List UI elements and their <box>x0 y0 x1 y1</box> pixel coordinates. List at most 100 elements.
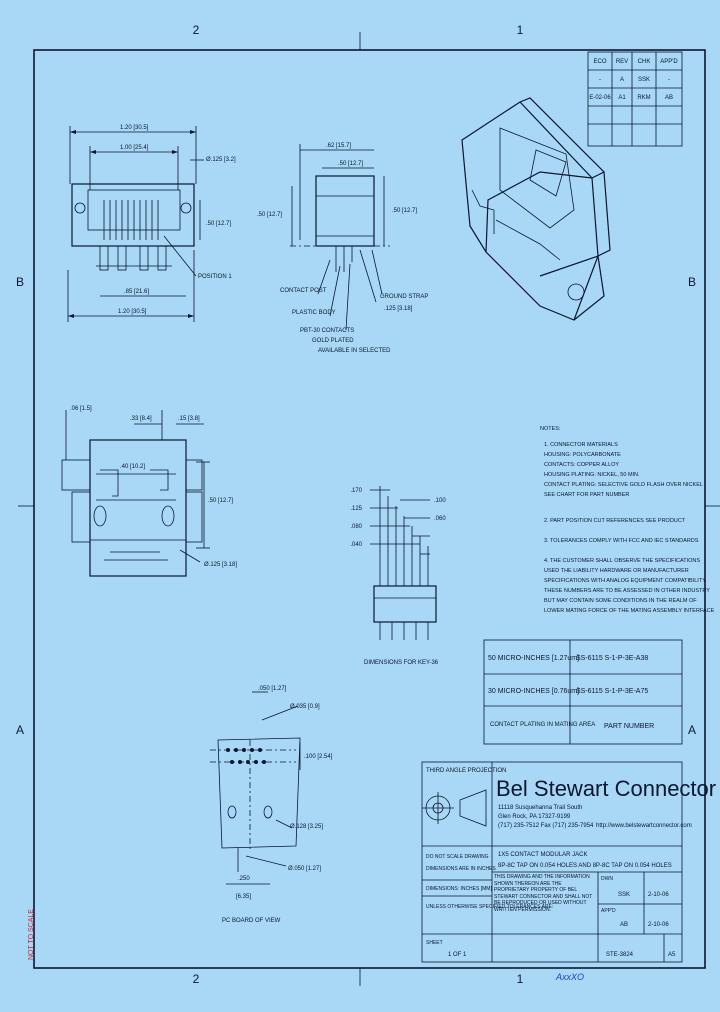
dim-front-height: .50 [12.7] <box>206 221 231 227</box>
dim-front-bottom-overall: 1.20 [30.5] <box>118 309 147 315</box>
note-line: 4. THE CUSTOMER SHALL OBSERVE THE SPECIF… <box>544 558 700 564</box>
part-number-2: SS-6115 S-1-P-3E-A75 <box>576 688 648 695</box>
dim-pin-a: .170 <box>350 488 362 494</box>
zone-label-right-b: B <box>688 275 696 289</box>
pin-dimension-view <box>370 486 437 640</box>
rev-header-rev: REV <box>616 59 628 65</box>
label-contacts: PBT-30 CONTACTS <box>300 328 354 334</box>
dim-pcb-side: .100 [2.54] <box>304 754 333 760</box>
label-do-not-scale: DO NOT SCALE DRAWING <box>426 854 489 860</box>
rev-cell: AB <box>665 95 673 101</box>
value-dwn: SSK <box>618 892 630 898</box>
drawing-desc-1: 1X5 CONTACT MODULAR JACK <box>498 852 587 858</box>
dim-pcb-top: .050 [1.27] <box>258 686 287 692</box>
note-line: 1. CONNECTOR MATERIALS <box>544 442 618 448</box>
margin-stamp: NOT TO SCALE <box>28 909 35 960</box>
zone-label-bottom-2: 2 <box>193 972 200 986</box>
dim-pcb-hole2: Ø.128 [3.25] <box>290 824 323 830</box>
label-available: AVAILABLE IN SELECTED <box>318 348 391 354</box>
rev-cell: A1 <box>618 95 626 101</box>
approval-stamp: AxxXO <box>555 972 584 982</box>
company-phone: (717) 235-7512 Fax (717) 235-7954 <box>498 823 594 829</box>
dim-front-hole: Ø.125 [3.2] <box>206 157 236 163</box>
zone-label-left-b: B <box>16 275 24 289</box>
part-plating-1: 50 MICRO-INCHES [1.27um] <box>488 655 579 662</box>
drawing-number: STE-3824 <box>606 952 634 958</box>
note-line: THESE NUMBERS ARE TO BE ASSESSED IN OTHE… <box>544 588 710 594</box>
rev-header-chk: CHK <box>638 59 651 65</box>
value-sheet: 1 OF 1 <box>448 952 467 958</box>
proprietary-notice: THIS DRAWING AND THE INFORMATION SHOWN T… <box>494 874 593 913</box>
company-address-2: Glen Rock, PA 17327-9199 <box>498 814 571 820</box>
dim-pin-e: .100 <box>434 498 446 504</box>
label-dims-inches: DIMENSIONS ARE IN INCHES <box>426 866 496 872</box>
note-line: HOUSING PLATING: NICKEL, 50 MIN. <box>544 472 640 478</box>
label-plastic-body: PLASTIC BODY <box>292 310 336 316</box>
title-block <box>421 761 683 963</box>
dim-pin-d: .040 <box>350 542 362 548</box>
dim-front-bottom-inner: .85 [21.6] <box>124 289 149 295</box>
label-gold-plated: GOLD PLATED <box>312 338 354 344</box>
part-footer-number: PART NUMBER <box>604 723 654 730</box>
dim-pin-b: .125 <box>350 506 362 512</box>
rev-cell: A <box>620 77 624 83</box>
label-units: DIMENSIONS: INCHES [MM] <box>426 886 492 892</box>
rev-cell: - <box>668 77 670 83</box>
drawing-border <box>18 32 720 986</box>
note-line: CONTACTS: COPPER ALLOY <box>544 462 619 468</box>
label-projection: THIRD ANGLE PROJECTION <box>426 768 506 774</box>
label-tolerances: UNLESS OTHERWISE SPECIFIED TOLERANCES AR… <box>426 904 553 910</box>
dim-pcb-bottom2: [6.35] <box>236 894 251 900</box>
rev-header-appd: APP'D <box>660 59 678 65</box>
label-appd: APP'D <box>601 908 616 914</box>
value-appd: AB <box>620 922 628 928</box>
note-line: USED THE LIABILITY HARDWARE OR MANUFACTU… <box>544 568 689 574</box>
note-line: BUT MAY CONTAIN SOME CONDITIONS IN THE R… <box>544 598 697 604</box>
dim-side-right: .50 [12.7] <box>392 208 417 214</box>
company-address-1: 11118 Susquehanna Trail South <box>498 805 582 811</box>
note-line: LOWER MATING FORCE OF THE MATING ASSEMBL… <box>544 608 715 614</box>
part-footer-plating: CONTACT PLATING IN MATING AREA <box>490 722 595 728</box>
dim-front-inner: 1.00 [25.4] <box>120 145 149 151</box>
dim-pcb-bottom1: .250 <box>238 876 250 882</box>
zone-label-top-2: 2 <box>193 23 200 37</box>
drawing-desc-2: 8P-8C TAP ON 0.054 HOLES AND 8P-8C TAP O… <box>498 863 672 869</box>
dim-front-overall: 1.20 [30.5] <box>120 125 149 131</box>
label-dwn: DWN <box>601 876 613 882</box>
dim-pcb-hole3: Ø.050 [1.27] <box>288 866 321 872</box>
dim-plan-top-left: .06 [1.5] <box>70 406 92 412</box>
rev-cell: - <box>599 77 601 83</box>
dim-plan-top-right: .15 [3.8] <box>178 416 200 422</box>
dim-side-left: .50 [12.7] <box>257 212 282 218</box>
dim-plan-height: .50 [12.7] <box>208 498 233 504</box>
side-view <box>290 144 390 331</box>
dim-pin-f: .060 <box>434 516 446 522</box>
dim-side-top2: .50 [12.7] <box>338 161 363 167</box>
note-line: 2. PART POSITION CUT REFERENCES SEE PROD… <box>544 518 686 524</box>
caption-pcb-view: PC BOARD OF VIEW <box>222 918 281 924</box>
dim-pcb-hole1: Ø.035 [0.9] <box>290 704 320 710</box>
rev-header-eco: ECO <box>593 59 606 65</box>
label-position-1: POSITION 1 <box>198 274 232 280</box>
dim-plan-hole: Ø.125 [3.18] <box>204 562 237 568</box>
label-ground-strap: GROUND STRAP <box>380 294 428 300</box>
isometric-view <box>461 97 611 321</box>
rev-cell: SSK <box>638 77 650 83</box>
value-dwn-date: 2-10-06 <box>648 892 669 898</box>
note-line: SEE CHART FOR PART NUMBER <box>544 492 629 498</box>
company-name: Bel Stewart Connector <box>496 776 716 801</box>
dim-plan-top-mid: .33 [8.4] <box>130 416 152 422</box>
note-line: SPECIFICATIONS WITH ANALOG EQUIPMENT COM… <box>544 578 706 584</box>
zone-label-left-a: A <box>16 723 24 737</box>
note-line: CONTACT PLATING: SELECTIVE GOLD FLASH OV… <box>544 482 703 488</box>
projection-symbol <box>422 789 487 827</box>
revision-table <box>587 51 683 147</box>
caption-pin-dimensions: DIMENSIONS FOR KEY-36 <box>364 660 439 666</box>
dim-pin-c: .080 <box>350 524 362 530</box>
drawing-rev: A5 <box>668 952 676 958</box>
plan-view <box>61 410 210 577</box>
part-number-table <box>483 639 683 745</box>
front-view <box>67 126 204 322</box>
dim-side-strap: .125 [3.18] <box>384 306 413 312</box>
label-contact-post: CONTACT POST <box>280 288 327 294</box>
